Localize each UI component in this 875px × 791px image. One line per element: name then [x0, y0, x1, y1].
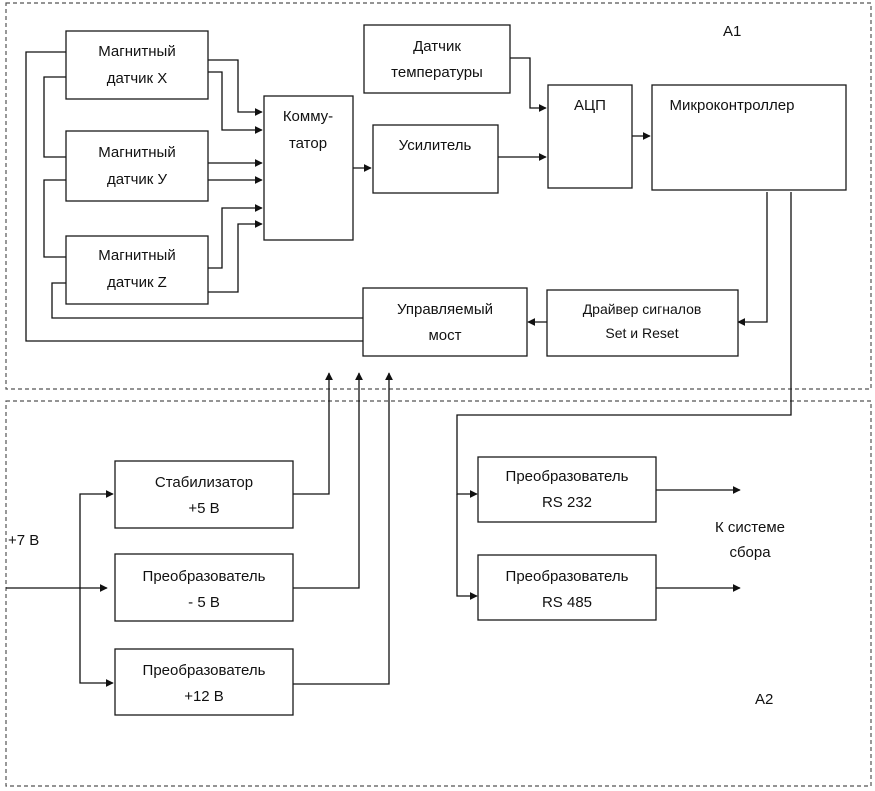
mag-y-line2: датчик У: [107, 171, 168, 188]
block-controlled-bridge: [362, 287, 528, 357]
block-magnetic-sensor-z: [65, 235, 209, 305]
block-set-reset-driver: [546, 289, 739, 357]
input-voltage-label: +7 В: [8, 532, 39, 549]
output-label-line1: К системе: [715, 519, 785, 536]
output-label-line2: сбора: [729, 544, 771, 561]
stab5-line1: Стабилизатор: [155, 474, 253, 491]
switch-line1: Комму-: [283, 108, 333, 125]
driver-line2: Set и Reset: [605, 325, 678, 341]
mag-x-line2: датчик X: [107, 70, 168, 87]
mcu-line1: Микроконтроллер: [670, 97, 795, 114]
block-magnetic-sensor-x: [65, 30, 209, 100]
conv-m5-line2: - 5 В: [188, 594, 220, 611]
rs485-line1: Преобразователь: [506, 568, 629, 585]
region-a2-label: А2: [755, 691, 773, 708]
rs485-line2: RS 485: [542, 594, 592, 611]
temp-line2: температуры: [391, 64, 483, 81]
block-adc: [547, 84, 633, 189]
temp-line1: Датчик: [413, 38, 461, 55]
block-amplifier: [372, 124, 499, 194]
wires-a2: [6, 372, 741, 687]
block-temperature-sensor: [363, 24, 511, 94]
mag-y-line1: Магнитный: [98, 144, 175, 161]
bridge-line2: мост: [428, 327, 461, 344]
bridge-line1: Управляемый: [397, 301, 493, 318]
region-a1-label: А1: [723, 23, 741, 40]
stab5-line2: +5 В: [188, 500, 219, 517]
block-converter-12v: [114, 648, 294, 716]
adc-line1: АЦП: [574, 97, 606, 114]
amp-line1: Усилитель: [399, 137, 472, 154]
block-microcontroller: [651, 84, 847, 191]
region-a2: [5, 400, 872, 787]
wires-a1: [25, 51, 792, 600]
mag-x-line1: Магнитный: [98, 43, 175, 60]
region-a1: [5, 2, 872, 390]
switch-line2: татор: [289, 135, 327, 152]
block-switch: [263, 95, 354, 241]
conv12-line2: +12 В: [184, 688, 224, 705]
block-magnetic-sensor-y: [65, 130, 209, 202]
mag-z-line1: Магнитный: [98, 247, 175, 264]
rs232-line2: RS 232: [542, 494, 592, 511]
conv12-line1: Преобразователь: [143, 662, 266, 679]
block-converter-rs232: [477, 456, 657, 523]
block-stabilizer-5v: [114, 460, 294, 529]
rs232-line1: Преобразователь: [506, 468, 629, 485]
block-converter-minus-5v: [114, 553, 294, 622]
mag-z-line2: датчик Z: [107, 274, 167, 291]
conv-m5-line1: Преобразователь: [143, 568, 266, 585]
block-converter-rs485: [477, 554, 657, 621]
driver-line1: Драйвер сигналов: [583, 301, 702, 317]
